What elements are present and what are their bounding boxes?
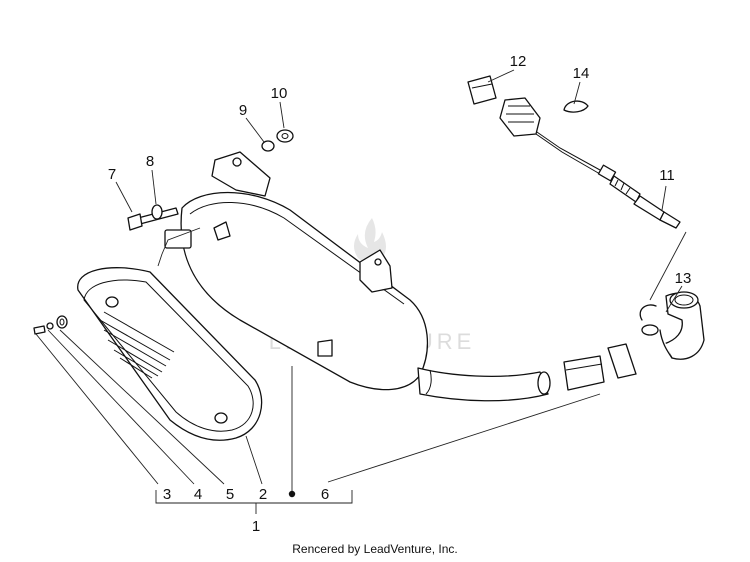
callout-13: 13 [675,270,692,287]
washer-9 [261,140,275,152]
washer-4 [46,322,54,330]
snap-ring-13 [639,304,657,321]
washer-8 [151,204,163,220]
pipe-gasket [563,343,637,391]
screw-3 [33,325,46,335]
callout-11: 11 [659,167,675,184]
connector-cap [467,75,497,105]
credit-text: Rencered by LeadVenture, Inc. [292,542,457,556]
callout-1: 1 [252,518,260,535]
callout-3: 3 [163,486,171,503]
heat-shield [77,267,263,441]
callouts: 7 8 9 10 12 14 11 13 3 4 5 2 6 1 [108,53,692,535]
exhaust-elbow [641,291,705,360]
shield-vent-slots [99,311,175,379]
muffler-inlet-stub [164,229,192,249]
oxygen-sensor [533,129,681,229]
grommet-5 [56,315,68,329]
callout-14: 14 [573,65,590,82]
muffler-mount-bracket [211,151,271,197]
assembly-dot [288,490,296,498]
callout-9: 9 [239,102,247,119]
callout-7: 7 [108,166,116,183]
exhaust-pipe [417,367,551,402]
nut-10 [276,129,294,143]
leader-lines [35,69,687,514]
callout-2: 2 [259,486,267,503]
callout-5: 5 [226,486,234,503]
sensor-connector [467,75,541,137]
callout-6: 6 [321,486,329,503]
callout-12: 12 [510,53,527,70]
cable-clip [563,100,589,113]
callout-8: 8 [146,153,154,170]
sensor-washer [641,324,659,336]
callout-4: 4 [194,486,202,503]
callout-10: 10 [271,85,288,102]
muffler [164,151,429,391]
muffler-side-bracket [359,249,393,293]
